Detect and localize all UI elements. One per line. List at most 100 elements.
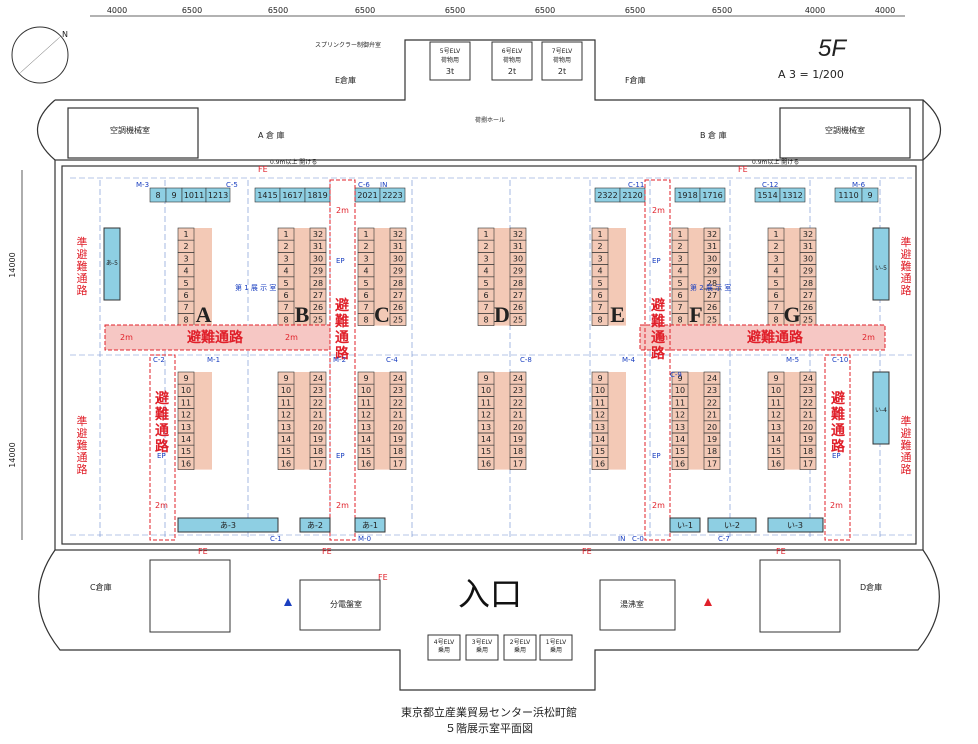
fe-bottom-3: FE (582, 547, 592, 556)
sub-evac-char: 準 (77, 414, 88, 428)
width-2m-4: 2m (285, 333, 298, 342)
sub-evac-char: 避 (901, 426, 912, 440)
booth-number: 17 (393, 459, 403, 468)
elv-5-cap: 3t (446, 67, 454, 76)
booth-number: 2 (183, 242, 188, 251)
top-booth-label: 2223 (382, 191, 402, 200)
top-booth (699, 187, 726, 203)
booth-cell (357, 457, 375, 470)
booth-number: 12 (281, 411, 291, 420)
booth-number: 16 (281, 459, 291, 468)
north-compass-icon: N (11, 26, 69, 84)
booth-number: 12 (181, 411, 191, 420)
booth-number: 19 (313, 435, 323, 444)
booth-number: 14 (771, 435, 781, 444)
width-markers: 2m 2m 2m 2m 2m 2m 2m 2m 2m 2m (120, 206, 875, 510)
booth-number: 5 (283, 279, 288, 288)
label-in-bottom: IN (618, 535, 625, 543)
elevators-bottom: 4号ELV 乗用 3号ELV 乗用 2号ELV 乗用 1号ELV 乗用 (427, 634, 573, 661)
dim-3: 6500 (268, 6, 288, 15)
label-c5: C-5 (226, 181, 238, 189)
booth-number: 28 (803, 279, 813, 288)
dim-left-1: 14000 (8, 252, 17, 277)
booth-number: 16 (771, 459, 781, 468)
dimension-left: 14000 14000 (8, 170, 23, 540)
sub-evac-char: 通 (901, 272, 912, 285)
booth-number: 30 (707, 254, 717, 263)
fe-bottom-1: FE (198, 547, 208, 556)
booth-cell (309, 457, 327, 470)
booth-i1: い-1 (677, 521, 693, 530)
evac-vertical-char: 通 (651, 330, 665, 346)
booth-cell (389, 313, 407, 326)
booth-cell (389, 457, 407, 470)
caption-subtitle: ５階展示室平面図 (445, 722, 533, 735)
top-booth-label: 2021 (357, 191, 377, 200)
sub-evac-char: 難 (901, 260, 912, 273)
row-label-a: A (196, 302, 212, 327)
booth-number: 22 (707, 398, 717, 407)
booth-number: 7 (773, 303, 778, 312)
booth-number: 18 (803, 447, 813, 456)
booth-number: 17 (513, 459, 523, 468)
booth-a3: あ-3 (220, 521, 236, 530)
booth-number: 13 (675, 423, 685, 432)
booth-number: 1 (483, 230, 488, 239)
booth-number: 10 (361, 386, 371, 395)
label-c1: C-1 (270, 535, 282, 543)
booth-number: 16 (361, 459, 371, 468)
evac-vertical-char: 避 (831, 390, 845, 407)
row-label-b: B (295, 302, 310, 327)
evac-label-right: 避難通路 (747, 329, 804, 346)
top-booth-label: 1312 (782, 191, 802, 200)
booth-number: 16 (181, 459, 191, 468)
booth-number: 25 (707, 315, 717, 324)
label-m4: M-4 (622, 356, 636, 364)
booth-number: 27 (313, 291, 323, 300)
sub-evac-char: 難 (901, 439, 912, 452)
fe-top-left: FE (258, 165, 268, 174)
booth-number: 32 (393, 230, 403, 239)
booth-number: 13 (181, 423, 191, 432)
evac-vertical-char: 路 (831, 438, 846, 455)
booth-number: 14 (281, 435, 291, 444)
width-2m-2: 2m (652, 206, 665, 215)
booth-i5: い-5 (875, 265, 887, 272)
booth-number: 7 (483, 303, 488, 312)
booth-number: 1 (283, 230, 288, 239)
booth-cell (509, 313, 527, 326)
booth-number: 30 (393, 254, 403, 263)
booth-number: 18 (393, 447, 403, 456)
top-booth-label: 1716 (702, 191, 722, 200)
booth-number: 2 (283, 242, 288, 251)
evac-vertical-char: 難 (831, 406, 845, 423)
top-booth-label: 1415 (257, 191, 277, 200)
booth-number: 18 (513, 447, 523, 456)
building-outline (36, 39, 942, 691)
booth-number: 4 (677, 267, 682, 276)
elv-5-sub: 荷物用 (441, 56, 459, 64)
top-booth-label: 1819 (307, 191, 327, 200)
elv-1-sub: 乗用 (550, 647, 562, 654)
elv-5-name: 5号ELV (440, 48, 461, 55)
booth-number: 7 (283, 303, 288, 312)
booth-number: 8 (183, 315, 188, 324)
booth-number: 21 (393, 411, 403, 420)
width-2m-8: 2m (336, 501, 349, 510)
booth-number: 9 (677, 374, 682, 383)
floor-label: 5F (818, 35, 847, 62)
booth-number: 3 (483, 254, 488, 263)
sub-evac-char: 準 (77, 235, 88, 249)
width-2m-5: 2m (655, 333, 668, 342)
booth-number: 5 (773, 279, 778, 288)
booth-number: 22 (803, 398, 813, 407)
water-room: 湯沸室 (620, 599, 644, 609)
booth-number: 31 (393, 242, 403, 251)
top-booth-label: 1514 (757, 191, 777, 200)
booth-cell (671, 457, 689, 470)
dim-left-2: 14000 (8, 442, 17, 467)
label-c6: C-6 (358, 181, 370, 189)
booth-cell (177, 457, 195, 470)
row-label-f: F (689, 302, 702, 327)
